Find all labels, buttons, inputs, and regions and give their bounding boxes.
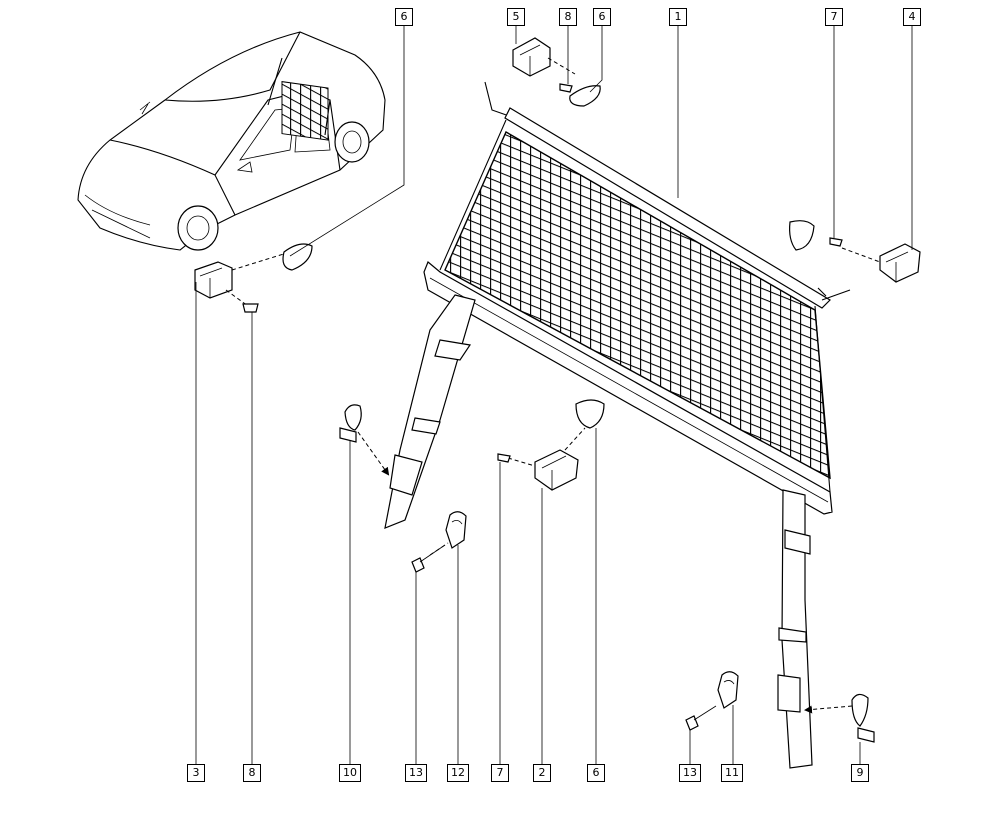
- callout-8-bottom: 8: [243, 764, 261, 782]
- callout-12: 12: [447, 764, 469, 782]
- callout-6-top-mid: 6: [593, 8, 611, 26]
- anchor-ring-9: [804, 693, 875, 743]
- vehicle-thumbnail: [77, 31, 386, 251]
- callout-7-bottom: 7: [491, 764, 509, 782]
- callout-4: 4: [903, 8, 921, 26]
- callout-3: 3: [187, 764, 205, 782]
- right-strap: [777, 489, 813, 769]
- anchor-ring-10: [339, 404, 390, 476]
- callout-1: 1: [669, 8, 687, 26]
- callout-8-top: 8: [559, 8, 577, 26]
- leader-lines: [195, 25, 913, 764]
- left-strap: [384, 294, 476, 529]
- callout-2: 2: [533, 764, 551, 782]
- callout-7-top: 7: [825, 8, 843, 26]
- callout-9: 9: [851, 764, 869, 782]
- bracket-3: [194, 243, 313, 313]
- callout-13-a: 13: [405, 764, 427, 782]
- callout-6-bottom: 6: [587, 764, 605, 782]
- callout-11: 11: [721, 764, 743, 782]
- callout-6-top-left: 6: [395, 8, 413, 26]
- callout-13-b: 13: [679, 764, 701, 782]
- callout-10: 10: [339, 764, 361, 782]
- callout-5: 5: [507, 8, 525, 26]
- anchor-12: [411, 511, 467, 573]
- bracket-2: [497, 399, 605, 491]
- bracket-4: [789, 220, 921, 283]
- bracket-5: [512, 37, 601, 107]
- anchor-11: [685, 671, 739, 731]
- cargo-net: [423, 81, 851, 515]
